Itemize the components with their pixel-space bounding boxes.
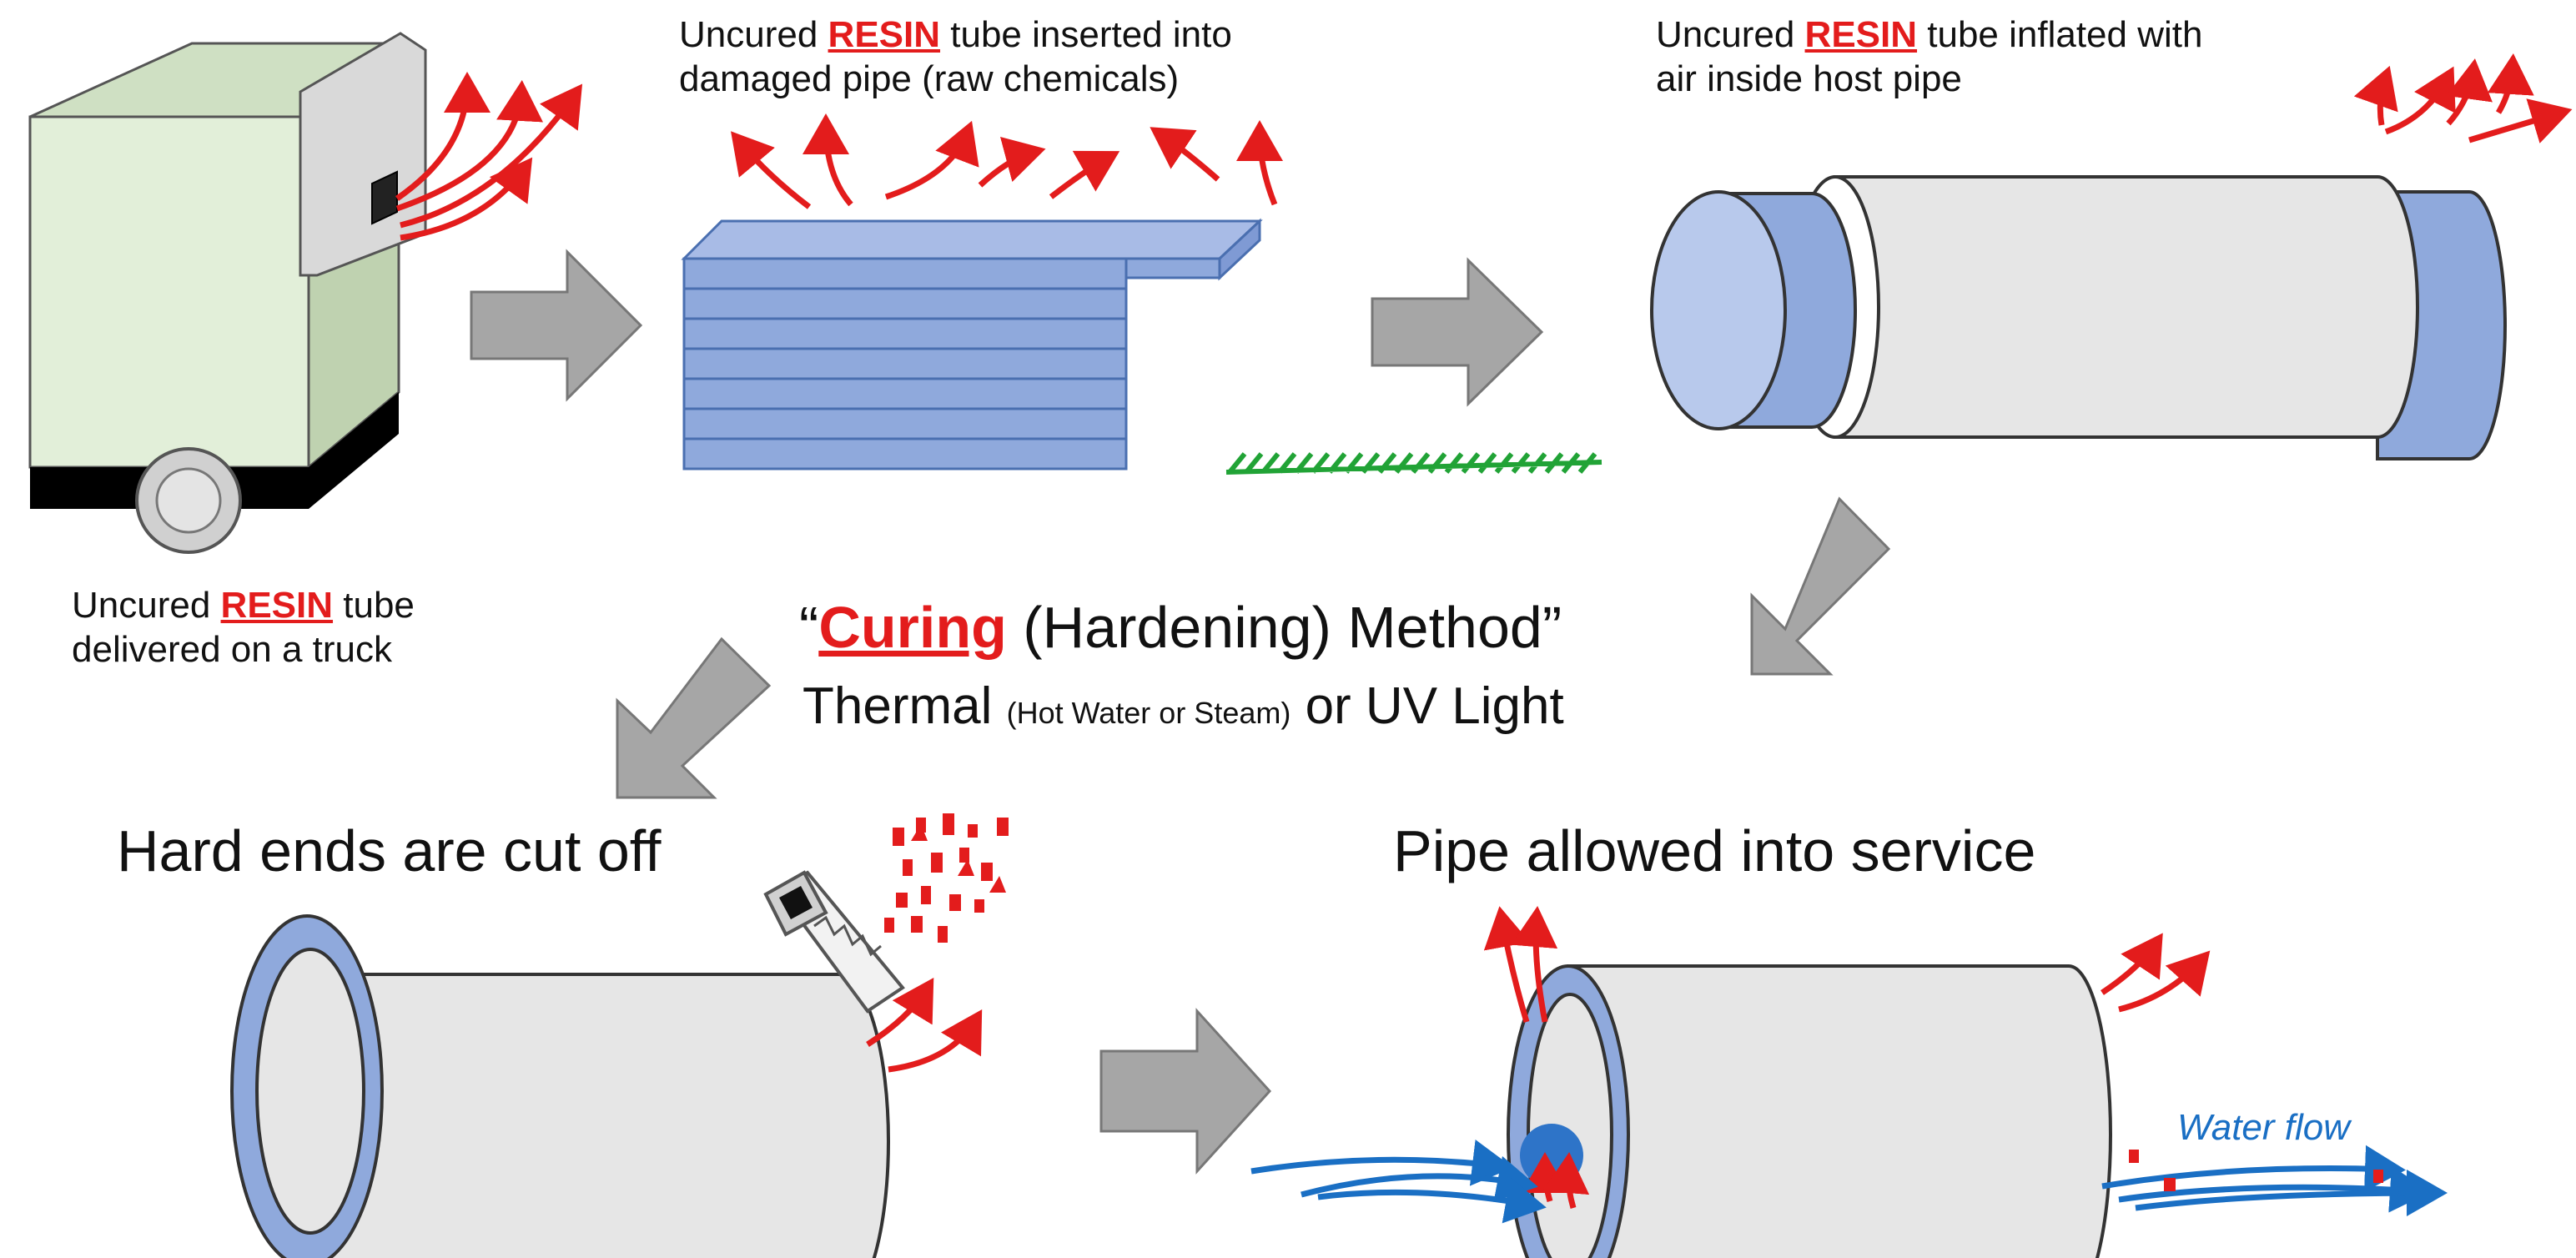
truck-caption: Uncured RESIN tube delivered on a truck	[72, 585, 415, 670]
service-title: Pipe allowed into service	[1393, 818, 2036, 883]
fume-arrow-icon	[866, 978, 983, 1073]
pipe-cylinder-icon	[230, 914, 890, 1258]
resin-highlight: RESIN	[1804, 14, 1918, 55]
curing-method-title: “Curing (Hardening) Method”	[799, 595, 1562, 660]
resin-tube-stack-icon	[681, 218, 1263, 470]
pipe-cylinder-icon	[1507, 964, 2112, 1258]
process-arrow-icon	[1099, 1008, 1272, 1175]
process-arrow-icon	[470, 249, 643, 402]
curing-highlight: Curing	[818, 595, 1007, 660]
resin-highlight: RESIN	[828, 14, 941, 55]
fume-arrow-icon	[731, 113, 1284, 209]
water-flow-label: Water flow	[2177, 1107, 2351, 1148]
process-arrow-icon	[616, 637, 772, 799]
truck-icon	[28, 32, 427, 554]
resin-highlight: RESIN	[220, 585, 334, 626]
cut-title: Hard ends are cut off	[117, 818, 662, 883]
curing-options: Thermal (Hot Water or Steam) or UV Light	[802, 677, 1564, 735]
process-arrow-icon	[1750, 496, 1891, 676]
debris-icon	[884, 813, 1009, 943]
fume-arrow-icon	[1483, 906, 2211, 1209]
inflate-caption: Uncured RESIN tube inflated with air ins…	[1656, 14, 2203, 99]
insert-caption: Uncured RESIN tube inserted into damaged…	[679, 14, 1232, 99]
pipe-cylinder-icon	[1650, 175, 2507, 460]
grass-icon	[1225, 452, 1602, 475]
water-flow-arrow-icon	[1250, 1140, 2448, 1224]
saw-icon	[763, 870, 905, 1014]
debris-icon	[2129, 1150, 2383, 1191]
process-arrow-icon	[1371, 257, 1544, 407]
fume-arrow-icon	[2353, 53, 2573, 143]
fume-arrow-icon	[395, 72, 583, 241]
